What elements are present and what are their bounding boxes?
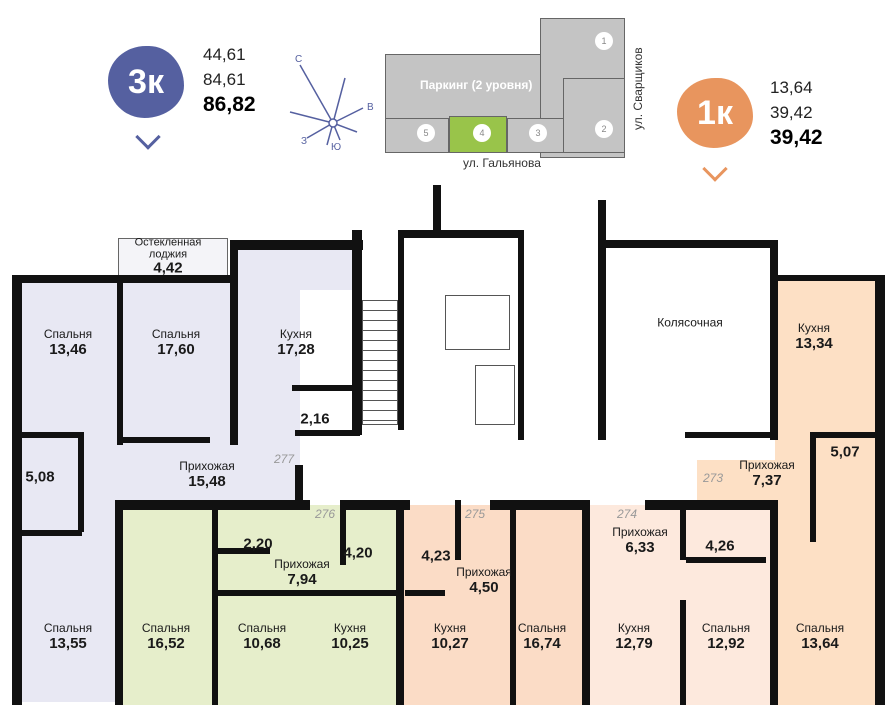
unit-number: 275 bbox=[465, 507, 486, 521]
room-bathroom: 4,20 bbox=[343, 544, 373, 562]
apartment-3k-areas: 44,61 84,61 86,82 bbox=[203, 42, 256, 117]
room-bathroom: 5,08 bbox=[25, 468, 55, 486]
compass-north: С bbox=[295, 54, 302, 65]
apartment-273[interactable] bbox=[775, 280, 875, 705]
living-area: 44,61 bbox=[203, 45, 246, 64]
parking-label: Паркинг (2 уровня) bbox=[420, 78, 533, 92]
section-label-4: 4 bbox=[473, 124, 491, 142]
section-label-1: 1 bbox=[595, 32, 613, 50]
full-area: 39,42 bbox=[770, 126, 823, 149]
street-right-label: ул. Сварщиков bbox=[631, 47, 645, 130]
section-label-2: 2 bbox=[595, 120, 613, 138]
room-bathroom: 5,07 bbox=[830, 443, 860, 461]
apartment-1k-areas: 13,64 39,42 39,42 bbox=[770, 75, 823, 150]
section-label-3: 3 bbox=[529, 124, 547, 142]
room-bathroom: 4,26 bbox=[705, 537, 735, 555]
apartment-3k-badge[interactable]: 3к bbox=[108, 46, 184, 118]
section-label-5: 5 bbox=[417, 124, 435, 142]
room-stroller: Колясочная bbox=[657, 315, 723, 330]
apartment-1k-badge[interactable]: 1к bbox=[677, 78, 753, 148]
compass-east: В bbox=[367, 102, 374, 113]
apartment-276[interactable] bbox=[120, 505, 400, 705]
living-area: 13,64 bbox=[770, 78, 813, 97]
unit-number: 273 bbox=[703, 471, 724, 485]
room-bathroom: 2,16 bbox=[300, 410, 330, 428]
total-area: 39,42 bbox=[770, 103, 813, 122]
elevator bbox=[445, 295, 510, 350]
compass-west: З bbox=[301, 136, 307, 147]
street-bottom-label: ул. Гальянова bbox=[463, 156, 541, 170]
room-bathroom: 2,20 bbox=[243, 535, 273, 553]
elevator bbox=[475, 365, 515, 425]
full-area: 86,82 bbox=[203, 93, 256, 116]
unit-number: 277 bbox=[274, 452, 295, 466]
chevron-down-icon[interactable] bbox=[135, 124, 161, 150]
unit-number: 276 bbox=[315, 507, 336, 521]
apartment-275[interactable] bbox=[400, 505, 585, 705]
unit-number: 274 bbox=[617, 507, 638, 521]
total-area: 84,61 bbox=[203, 70, 246, 89]
room-bathroom: 4,23 bbox=[421, 547, 451, 565]
compass-rose-icon: С В Ю З bbox=[289, 54, 374, 153]
chevron-down-icon[interactable] bbox=[702, 156, 728, 182]
site-plan: Паркинг (2 уровня) 1 2 3 4 5 ул. Гальяно… bbox=[385, 18, 645, 170]
section-3[interactable] bbox=[507, 118, 565, 153]
stairs bbox=[362, 300, 398, 425]
compass-south: Ю bbox=[331, 142, 341, 153]
